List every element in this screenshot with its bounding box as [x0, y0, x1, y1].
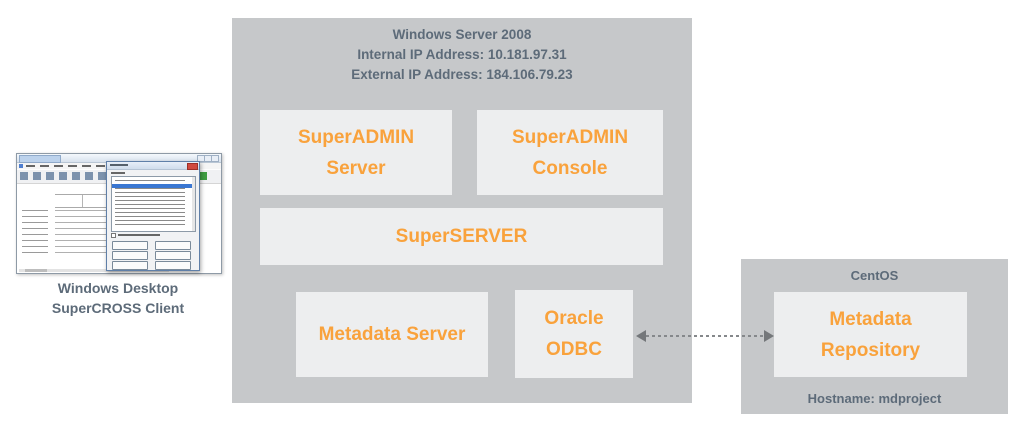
centos-title: CentOS: [850, 268, 899, 283]
oracle-odbc-box: Oracle ODBC: [515, 290, 633, 378]
supercross-client-screenshot: [16, 153, 222, 274]
arrowhead-left-icon: [636, 330, 646, 342]
client-caption-line1: Windows Desktop: [57, 280, 179, 296]
metadata-repository-label: Metadata Repository: [820, 308, 921, 361]
mini-fields-dialog: [106, 161, 200, 271]
mini-dialog-title: [110, 164, 128, 166]
mini-horizontal-scrollbar: [19, 269, 169, 272]
mini-dialog-checkbox: [111, 233, 116, 238]
odbc-repository-connector: [636, 330, 774, 342]
mini-dialog-scrollbar: [192, 177, 195, 231]
superadmin-server-label: SuperADMIN Server: [297, 126, 415, 179]
mini-table-row-labels: [22, 210, 48, 254]
mini-dialog-button: [155, 251, 191, 260]
mini-app-icon: [19, 164, 23, 168]
windows-server-title: Windows Server 2008: [392, 27, 532, 42]
metadata-server-label: Metadata Server: [318, 324, 466, 345]
mini-dialog-checkbox-label: [118, 234, 160, 236]
mini-dialog-button: [155, 261, 191, 270]
mini-dialog-close-button: [187, 163, 198, 170]
mini-dialog-button: [155, 241, 191, 250]
superadmin-console-box: SuperADMIN Console: [477, 110, 663, 195]
mini-close-button: [211, 155, 219, 162]
centos-hostname: Hostname: mdproject: [807, 391, 942, 406]
mini-dialog-titlebar: [107, 162, 199, 170]
superadmin-server-box: SuperADMIN Server: [260, 110, 452, 195]
windows-server-group: Windows Server 2008 Internal IP Address:…: [232, 18, 692, 403]
centos-group: CentOS Metadata Repository Hostname: mdp…: [741, 259, 1008, 414]
mini-dialog-button: [112, 241, 148, 250]
arrowhead-right-icon: [764, 330, 774, 342]
mini-dialog-button: [112, 251, 148, 260]
oracle-odbc-label: Oracle ODBC: [544, 308, 604, 360]
mini-dialog-listbox: [111, 176, 196, 232]
metadata-server-box: Metadata Server: [296, 292, 488, 377]
external-ip-label: External IP Address: 184.106.79.23: [351, 67, 573, 82]
mini-dialog-button: [112, 261, 148, 270]
mini-scrollbar-thumb: [25, 269, 47, 272]
internal-ip-label: Internal IP Address: 10.181.97.31: [357, 47, 567, 62]
mini-dialog-selected-row: [112, 184, 195, 188]
superserver-box: SuperSERVER: [260, 208, 663, 265]
mini-document-tab: [19, 155, 61, 163]
windows-server-header: Windows Server 2008 Internal IP Address:…: [232, 25, 692, 85]
mini-dialog-label: [111, 172, 125, 174]
superadmin-console-label: SuperADMIN Console: [511, 126, 629, 179]
client-caption-line2: SuperCROSS Client: [51, 300, 185, 316]
mini-toolbar-icons: [20, 172, 170, 180]
metadata-repository-box: Metadata Repository: [774, 292, 967, 377]
mini-tool-icon: [199, 172, 207, 180]
mini-menu-items: [26, 165, 112, 167]
superserver-label: SuperSERVER: [395, 226, 528, 247]
client-caption: Windows Desktop SuperCROSS Client: [6, 278, 230, 318]
